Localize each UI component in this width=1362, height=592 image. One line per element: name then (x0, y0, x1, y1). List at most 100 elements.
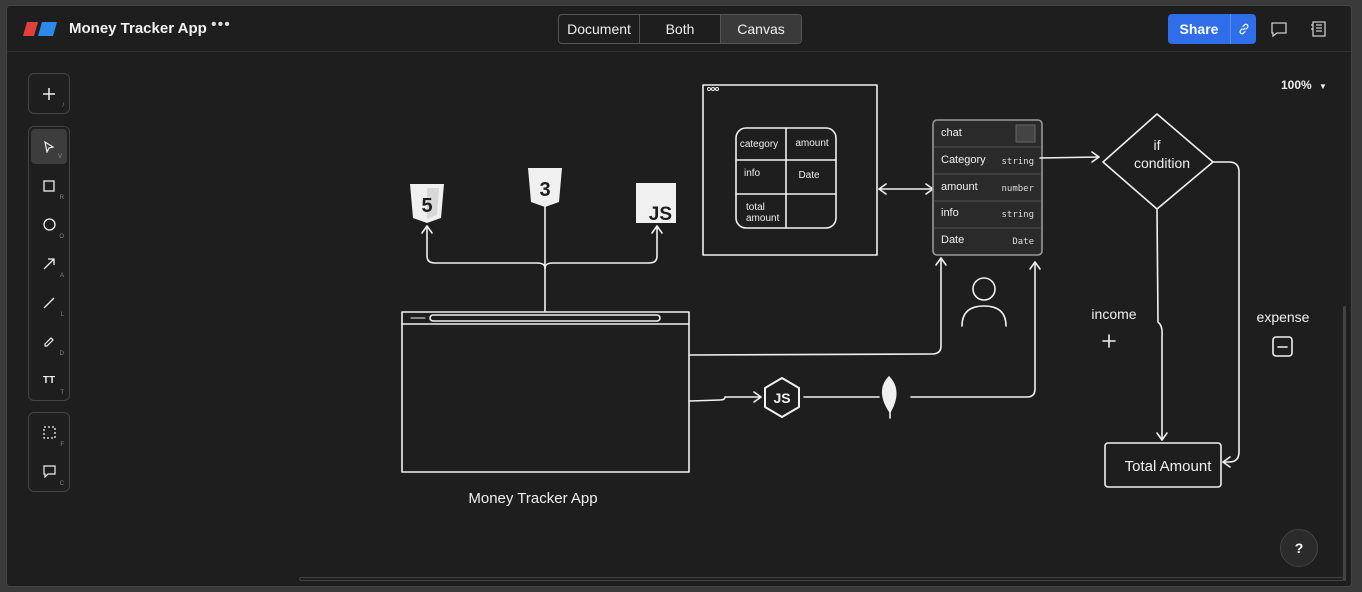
schema-table-shape[interactable] (932, 119, 1043, 256)
browser-caption: Money Tracker App (468, 490, 597, 507)
shortcut-key: D (59, 351, 64, 357)
mongodb-icon (881, 376, 897, 413)
html5-label: 5 (421, 195, 432, 217)
view-both-tab[interactable]: Both (640, 15, 721, 43)
comment-icon (42, 465, 56, 478)
arrow-to-js[interactable] (544, 225, 658, 269)
drawing-canvas[interactable]: 5 3 JS JS Money Tracker App category amo… (7, 6, 1352, 587)
ellipse-tool[interactable]: O (29, 205, 69, 244)
shortcut-key: F (60, 442, 64, 448)
pencil-icon (44, 336, 54, 347)
shortcut-key: T (60, 390, 64, 396)
view-mode-switcher: Document Both Canvas (558, 14, 802, 44)
chevron-down-icon: ▼ (1319, 82, 1327, 91)
extra-toolbar: F C (28, 412, 70, 492)
frame-tool[interactable]: F (29, 413, 69, 452)
rectangle-tool[interactable]: R (29, 166, 69, 205)
app-window: Money Tracker App ••• Document Both Canv… (6, 5, 1352, 587)
cursor-icon (44, 140, 55, 153)
shortcut-key: V (57, 154, 62, 160)
shortcut-key: C (59, 481, 64, 487)
add-button[interactable]: / (29, 74, 69, 113)
schema-type: string (1001, 157, 1034, 167)
arrow-icon (43, 257, 55, 269)
nodejs-icon (764, 377, 800, 418)
arrow-income-path[interactable] (1156, 209, 1163, 441)
plus-icon (1102, 334, 1116, 348)
circle-icon (42, 218, 56, 231)
user-icon (972, 277, 996, 301)
shortcut-key: R (59, 195, 64, 201)
arrow-to-schema[interactable] (689, 257, 942, 356)
plus-icon (43, 87, 55, 100)
income-label: income (1091, 306, 1136, 322)
share-label: Share (1179, 21, 1219, 37)
more-options-button[interactable]: ••• (211, 16, 231, 33)
text-tool[interactable]: TT T (29, 361, 69, 400)
share-button[interactable]: Share (1168, 14, 1256, 44)
schema-title: chat (941, 127, 962, 139)
grid-cell-date: Date (798, 170, 820, 181)
document-outline-icon[interactable] (1308, 18, 1330, 40)
add-toolbar: / (28, 73, 70, 114)
schema-field: amount (941, 181, 978, 193)
view-document-tab[interactable]: Document (559, 15, 640, 43)
shortcut-key: L (60, 312, 64, 318)
shortcut-key: O (59, 234, 64, 240)
square-icon (43, 179, 55, 192)
frame-icon (42, 426, 56, 439)
arrow-to-html[interactable] (426, 225, 546, 269)
arrow-to-node[interactable] (689, 396, 762, 402)
shape-toolbar: V R O A L D TT T (28, 126, 70, 401)
app-logo (23, 22, 57, 36)
line-tool[interactable]: L (29, 283, 69, 322)
css3-icon: 3 (528, 168, 562, 207)
schema-field: Category (941, 154, 986, 166)
document-title[interactable]: Money Tracker App (69, 20, 207, 37)
top-bar: Money Tracker App ••• Document Both Canv… (7, 6, 1351, 52)
shortcut-key: A (59, 273, 64, 279)
draw-tool[interactable]: D (29, 322, 69, 361)
minus-icon (1272, 336, 1293, 357)
html5-icon: 5 (410, 184, 444, 223)
javascript-icon: JS (636, 183, 676, 225)
schema-field: Date (941, 234, 964, 246)
arrow-tool[interactable]: A (29, 244, 69, 283)
decision-diamond[interactable] (1102, 113, 1214, 210)
select-tool[interactable]: V (31, 129, 67, 164)
schema-field: info (941, 207, 959, 219)
shortcut-key: / (62, 103, 64, 109)
comment-tool[interactable]: C (29, 452, 69, 491)
schema-type: number (1001, 184, 1034, 194)
vertical-scrollbar[interactable] (1343, 306, 1346, 581)
schema-type: Date (1012, 237, 1034, 247)
grid-cell-total: total (746, 202, 765, 213)
grid-cell-category: category (740, 139, 778, 150)
decision-if-label: if (1154, 137, 1161, 153)
expense-label: expense (1257, 309, 1310, 325)
view-canvas-tab[interactable]: Canvas (721, 15, 801, 43)
grid-cell-amount: amount (795, 138, 829, 149)
copy-link-icon[interactable] (1230, 14, 1256, 44)
javascript-label: JS (649, 204, 672, 225)
total-amount-label: Total Amount (1125, 458, 1213, 475)
browser-window-shape[interactable] (401, 311, 690, 473)
total-amount-box[interactable] (1104, 442, 1222, 488)
wireframe-box[interactable] (702, 84, 878, 256)
arrow-expense-path[interactable] (1212, 161, 1240, 463)
horizontal-scrollbar[interactable] (299, 577, 1344, 581)
arrow-mongo-to-schema[interactable] (910, 261, 1036, 398)
arrow-to-decision[interactable] (1039, 156, 1100, 159)
text-icon: TT (42, 375, 56, 386)
schema-type: string (1001, 210, 1034, 220)
css3-label: 3 (539, 179, 550, 201)
decision-condition-label: condition (1134, 155, 1190, 171)
help-button[interactable]: ? (1280, 529, 1318, 567)
nodejs-label: JS (773, 390, 790, 406)
line-icon (43, 297, 55, 308)
grid-cell-total-amount: amount (746, 213, 780, 224)
grid-cell-info: info (744, 168, 761, 179)
comments-icon[interactable] (1268, 18, 1290, 40)
zoom-label: 100% (1281, 78, 1312, 92)
zoom-dropdown[interactable]: 100% ▼ (1281, 78, 1327, 92)
